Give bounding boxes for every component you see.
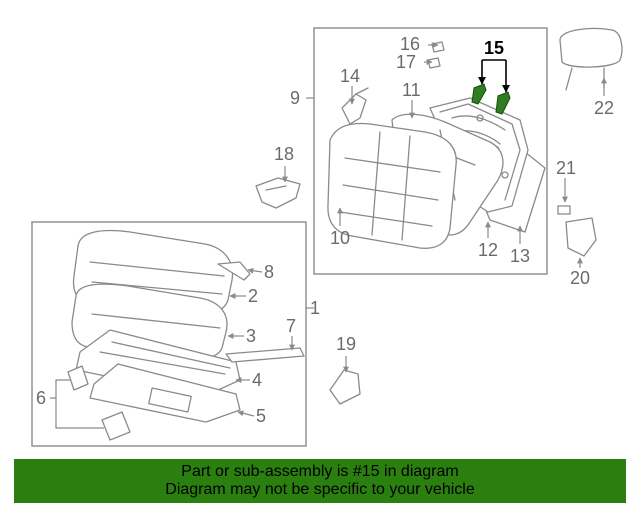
banner-line-2: Diagram may not be specific to your vehi… bbox=[165, 481, 475, 498]
callout-17: 17 bbox=[396, 52, 416, 72]
callout-11: 11 bbox=[402, 80, 421, 100]
callout-15: 15 bbox=[484, 38, 504, 58]
callout-14: 14 bbox=[340, 66, 360, 86]
headrest bbox=[559, 27, 623, 91]
callout-12: 12 bbox=[478, 240, 498, 260]
callout-5: 5 bbox=[256, 406, 266, 426]
callout-13: 13 bbox=[510, 246, 530, 266]
seat-back-assembly bbox=[327, 41, 546, 249]
info-banner: Part or sub-assembly is #15 in diagram D… bbox=[14, 459, 626, 503]
bracket-20 bbox=[565, 217, 597, 257]
callout-10: 10 bbox=[330, 228, 350, 248]
callout-1: 1 bbox=[310, 298, 320, 318]
callout-19: 19 bbox=[336, 334, 356, 354]
parts-diagram: 1 2 3 4 5 6 7 8 9 10 11 12 13 14 15 16 1… bbox=[31, 27, 623, 447]
seat-cushion-frame bbox=[31, 221, 307, 447]
callout-16: 16 bbox=[400, 34, 420, 54]
bracket-18 bbox=[255, 177, 301, 209]
seat-cushion-assembly bbox=[67, 229, 305, 441]
callout-18: 18 bbox=[274, 144, 294, 164]
banner-line-1: Part or sub-assembly is #15 in diagram bbox=[181, 463, 459, 480]
callout-6: 6 bbox=[36, 388, 46, 408]
callout-2: 2 bbox=[248, 286, 258, 306]
callout-21: 21 bbox=[556, 158, 576, 178]
callout-8: 8 bbox=[264, 262, 274, 282]
callout-7: 7 bbox=[286, 316, 296, 336]
callout-9: 9 bbox=[290, 88, 300, 108]
part-15-retainers bbox=[471, 83, 511, 115]
callout-4: 4 bbox=[252, 370, 262, 390]
callout-20: 20 bbox=[570, 268, 590, 288]
seat-back-frame bbox=[313, 27, 548, 275]
callout-22: 22 bbox=[594, 98, 614, 118]
callout-3: 3 bbox=[246, 326, 256, 346]
bolt-21 bbox=[557, 205, 571, 215]
bracket-19 bbox=[329, 369, 361, 405]
